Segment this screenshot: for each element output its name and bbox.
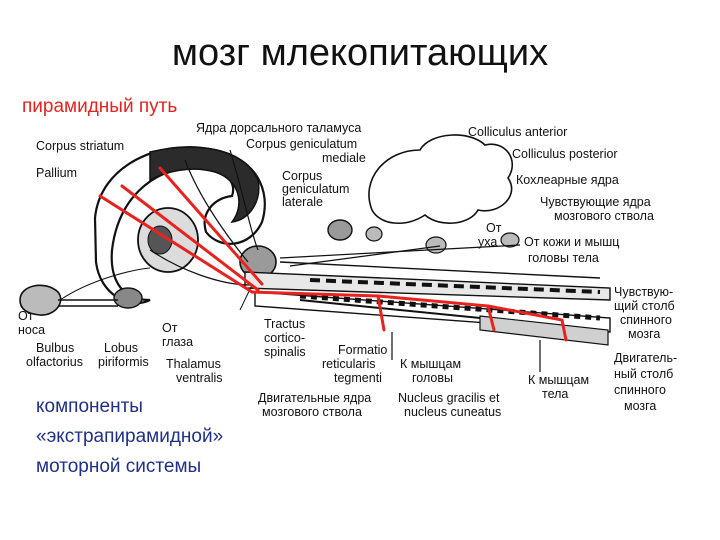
spinal-motor-column	[479, 315, 609, 346]
subtitle-pyramidal-tract: пирамидный путь	[22, 96, 178, 117]
label-tractus-1: Tractus	[264, 317, 305, 331]
label-corpus-striatum: Corpus striatum	[36, 139, 124, 153]
label-from-ear-1: От	[486, 221, 502, 235]
label-nuclei-thalamus: Ядра дорсального таламуса	[196, 121, 361, 135]
cochlear-nucleus	[425, 236, 447, 254]
geniculate-medial	[365, 226, 383, 242]
slide-title: мозг млекопитающих	[171, 32, 549, 74]
label-cgm-1: Corpus geniculatum	[246, 137, 357, 151]
label-thalamus-2: ventralis	[176, 371, 223, 385]
label-from-eye-1: От	[162, 321, 178, 335]
label-motor-stem-2: мозгового ствола	[262, 405, 362, 419]
label-motor-stem-1: Двигательные ядра	[258, 391, 371, 405]
label-cgl-2: geniculatum	[282, 182, 349, 196]
label-from-ear-2: уха	[478, 235, 497, 249]
label-cgl-1: Corpus	[282, 169, 322, 183]
label-sensory-column-2: щий столб	[614, 299, 675, 313]
label-pallium: Pallium	[36, 166, 77, 180]
label-motor-column-4: мозга	[624, 399, 656, 413]
geniculate-lateral	[327, 219, 353, 241]
label-head-muscles-1: К мышцам	[400, 357, 461, 371]
label-cochlear: Кохлеарные ядра	[516, 173, 619, 187]
label-formatio-1: Formatio	[338, 343, 387, 357]
label-thalamus-1: Thalamus	[166, 357, 221, 371]
label-cgm-2: mediale	[322, 151, 366, 165]
label-lobus-2: piriformis	[98, 355, 149, 369]
label-skin-muscle-1: От кожи и мышц	[524, 235, 619, 249]
label-body-muscles-1: К мышцам	[528, 373, 589, 387]
label-sensory-column-3: спинного	[620, 313, 672, 327]
label-body-muscles-2: тела	[542, 387, 568, 401]
label-from-nose-1: От	[18, 309, 34, 323]
label-colliculus-anterior: Colliculus anterior	[468, 125, 567, 139]
label-from-nose-2: носа	[18, 323, 45, 337]
label-motor-column-1: Двигатель-	[614, 351, 677, 365]
label-formatio-3: tegmenti	[334, 371, 382, 385]
pyramidal-tract	[98, 166, 568, 342]
label-head-muscles-2: головы	[412, 371, 453, 385]
label-colliculus-posterior: Colliculus posterior	[512, 147, 618, 161]
piriform-lobe	[113, 287, 143, 309]
label-sensory-column-4: мозга	[628, 327, 660, 341]
olfactory-bulb	[19, 284, 62, 316]
label-gracilis-1: Nucleus gracilis et	[398, 391, 500, 405]
colliculi-shape	[368, 134, 514, 225]
label-sensory-column-1: Чувствую-	[614, 285, 673, 299]
label-bulbus-1: Bulbus	[36, 341, 74, 355]
label-skin-muscle-2: головы тела	[528, 251, 599, 265]
label-tractus-3: spinalis	[264, 345, 306, 359]
label-motor-column-2: ный столб	[614, 367, 673, 381]
label-sensory-stem-1: Чувствующие ядра	[540, 195, 651, 209]
label-sensory-stem-2: мозгового ствола	[554, 209, 654, 223]
label-tractus-2: cortico-	[264, 331, 305, 345]
label-bulbus-2: olfactorius	[26, 355, 83, 369]
label-formatio-2: reticularis	[322, 357, 376, 371]
label-from-eye-2: глаза	[162, 335, 193, 349]
extrapyramidal-note: компоненты «экстрапирамидной» моторной с…	[36, 392, 223, 482]
note-line-2: «экстрапирамидной»	[36, 426, 224, 447]
label-gracilis-2: nucleus cuneatus	[404, 405, 501, 419]
sensory-nucleus	[500, 232, 520, 248]
label-cgl-3: laterale	[282, 195, 323, 209]
note-line-1: компоненты	[36, 396, 143, 417]
note-line-3: моторной системы	[36, 456, 202, 477]
label-motor-column-3: спинного	[614, 383, 666, 397]
label-lobus-1: Lobus	[104, 341, 138, 355]
